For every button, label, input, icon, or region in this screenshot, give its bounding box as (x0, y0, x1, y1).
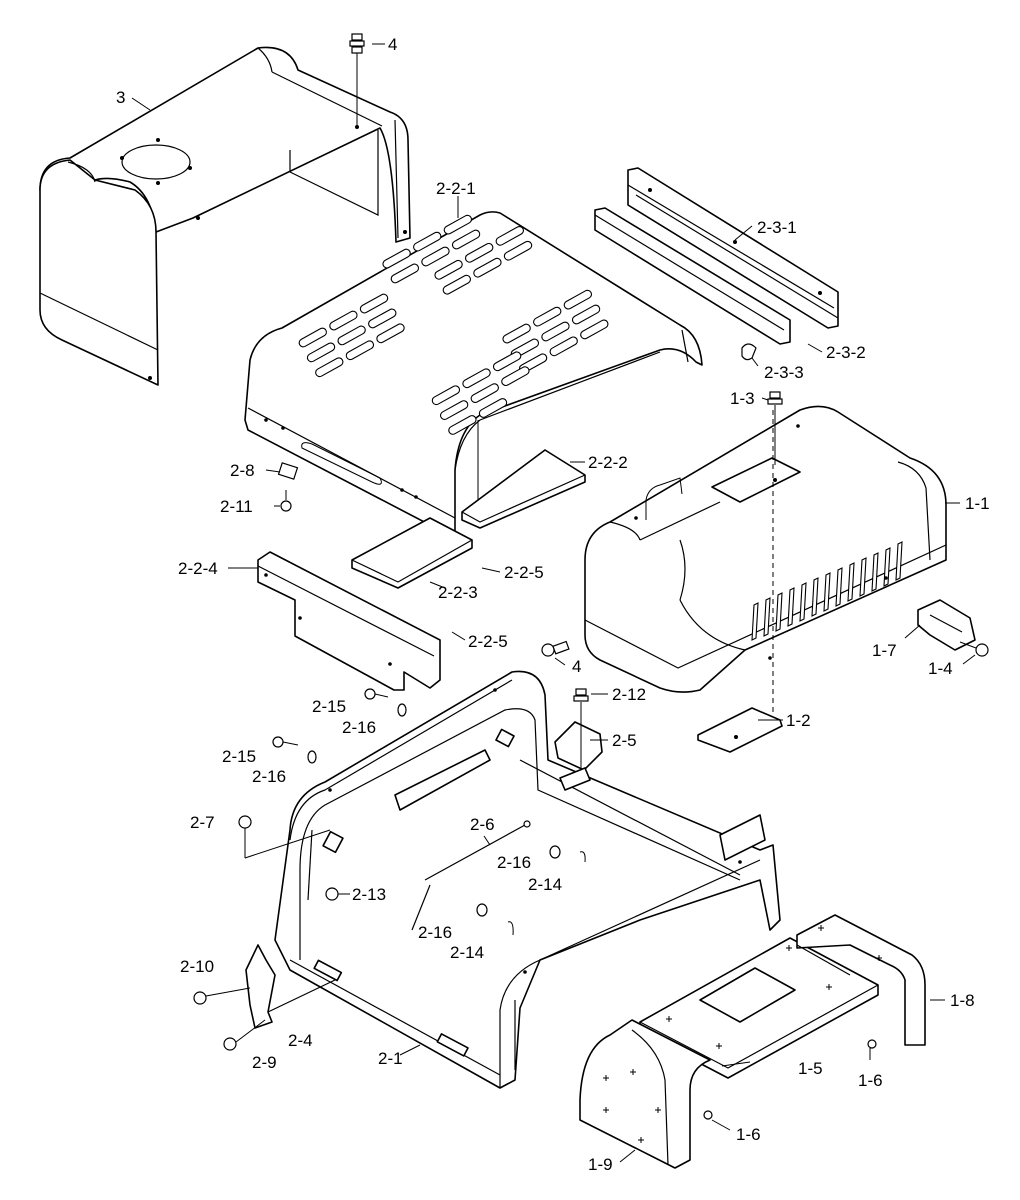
label-2-2-2: 2-2-2 (588, 453, 628, 472)
bolt-2-12 (573, 688, 589, 770)
fasteners (193, 33, 989, 1120)
label-2-16-a: 2-16 (342, 718, 376, 737)
label-1-6-b: 1-6 (736, 1125, 761, 1144)
bolt-2-7 (238, 815, 331, 859)
label-2-1: 2-1 (378, 1049, 403, 1068)
label-2-10: 2-10 (180, 957, 214, 976)
pin-2-15-a (364, 688, 389, 700)
label-2-8: 2-8 (230, 461, 255, 480)
label-2-9: 2-9 (252, 1053, 277, 1072)
label-1-5: 1-5 (798, 1059, 823, 1078)
label-3: 3 (116, 88, 125, 107)
washer-2-16-d (476, 903, 488, 917)
label-2-13: 2-13 (352, 885, 386, 904)
label-2-14-a: 2-14 (528, 875, 562, 894)
part-1-8-pad (796, 914, 926, 1046)
nut-2-13 (325, 887, 339, 901)
label-2-14-b: 2-14 (450, 943, 484, 962)
label-2-2-1: 2-2-1 (436, 179, 476, 198)
part-3-hood (39, 46, 411, 386)
label-2-5: 2-5 (612, 731, 637, 750)
label-1-4: 1-4 (928, 659, 953, 678)
part-2-1-base-frame (274, 670, 781, 1089)
part-1-2-plate (697, 707, 783, 753)
bolt-4-mid (541, 640, 570, 657)
label-2-2-5-b: 2-2-5 (468, 632, 508, 651)
label-2-15-b: 2-15 (222, 747, 256, 766)
bolt-1-4 (959, 641, 989, 657)
part-2-2-4-bracket (257, 551, 441, 691)
clip-2-14-a (579, 851, 586, 863)
part-1-5-plate (639, 937, 879, 1079)
part-2-2-3-pad (351, 517, 473, 589)
label-4-top: 4 (388, 35, 397, 54)
label-2-15-a: 2-15 (312, 697, 346, 716)
washer-2-16-b (307, 750, 317, 764)
bolt-2-10 (193, 987, 251, 1005)
part-2-2-2-pad (461, 449, 586, 529)
part-1-1-front-cover (584, 405, 947, 693)
part-2-4-latch (245, 944, 336, 1029)
washer-2-16-a (397, 703, 407, 717)
screw-1-6-b (703, 1110, 713, 1120)
label-2-2-5-a: 2-2-5 (504, 563, 544, 582)
label-2-11: 2-11 (220, 497, 253, 516)
label-2-16-d: 2-16 (418, 923, 452, 942)
part-2-5-bracket (554, 721, 603, 791)
vent-slots (298, 214, 609, 435)
part-2-6-rod (411, 820, 531, 931)
label-2-6: 2-6 (470, 815, 495, 834)
label-1-9: 1-9 (588, 1155, 613, 1174)
label-1-2: 1-2 (786, 711, 811, 730)
label-2-16-c: 2-16 (497, 853, 531, 872)
label-2-2-3: 2-2-3 (438, 583, 478, 602)
label-1-8: 1-8 (950, 991, 975, 1010)
label-2-3-2: 2-3-2 (826, 343, 866, 362)
part-2-3-1-rail (627, 167, 839, 329)
label-1-3: 1-3 (730, 389, 755, 408)
bracket-2-8 (277, 462, 299, 480)
label-2-16-b: 2-16 (252, 767, 286, 786)
label-2-7: 2-7 (190, 813, 215, 832)
part-labels: 4 3 2-2-1 2-3-1 2-3-2 2-3-3 1-3 1-1 2-2-… (116, 35, 990, 1174)
clip-2-14-b (507, 921, 514, 936)
screw-1-6-a (867, 1039, 877, 1049)
label-2-12: 2-12 (612, 685, 646, 704)
part-1-7-hinge (917, 599, 976, 651)
part-2-3-2-rail (594, 207, 791, 345)
part-2-2-1-vented-cover (244, 211, 703, 539)
pin-2-15-b (272, 736, 299, 748)
part-2-3-3-cap (741, 343, 757, 361)
bolt-1-3 (767, 391, 783, 465)
label-2-3-3: 2-3-3 (764, 363, 804, 382)
label-1-7: 1-7 (872, 641, 897, 660)
bolt-2-9 (223, 1019, 266, 1051)
part-1-9-pad (579, 1019, 711, 1169)
label-1-1: 1-1 (965, 494, 990, 513)
washer-2-16-c (549, 845, 561, 859)
label-1-6-a: 1-6 (858, 1071, 883, 1090)
label-2-4: 2-4 (288, 1031, 313, 1050)
label-2-2-4: 2-2-4 (178, 559, 218, 578)
label-2-3-1: 2-3-1 (757, 218, 797, 237)
leader-lines (131, 43, 976, 1163)
bolt-2-11 (280, 490, 292, 512)
bolt-4-top (349, 33, 365, 125)
label-4-mid: 4 (572, 657, 581, 676)
